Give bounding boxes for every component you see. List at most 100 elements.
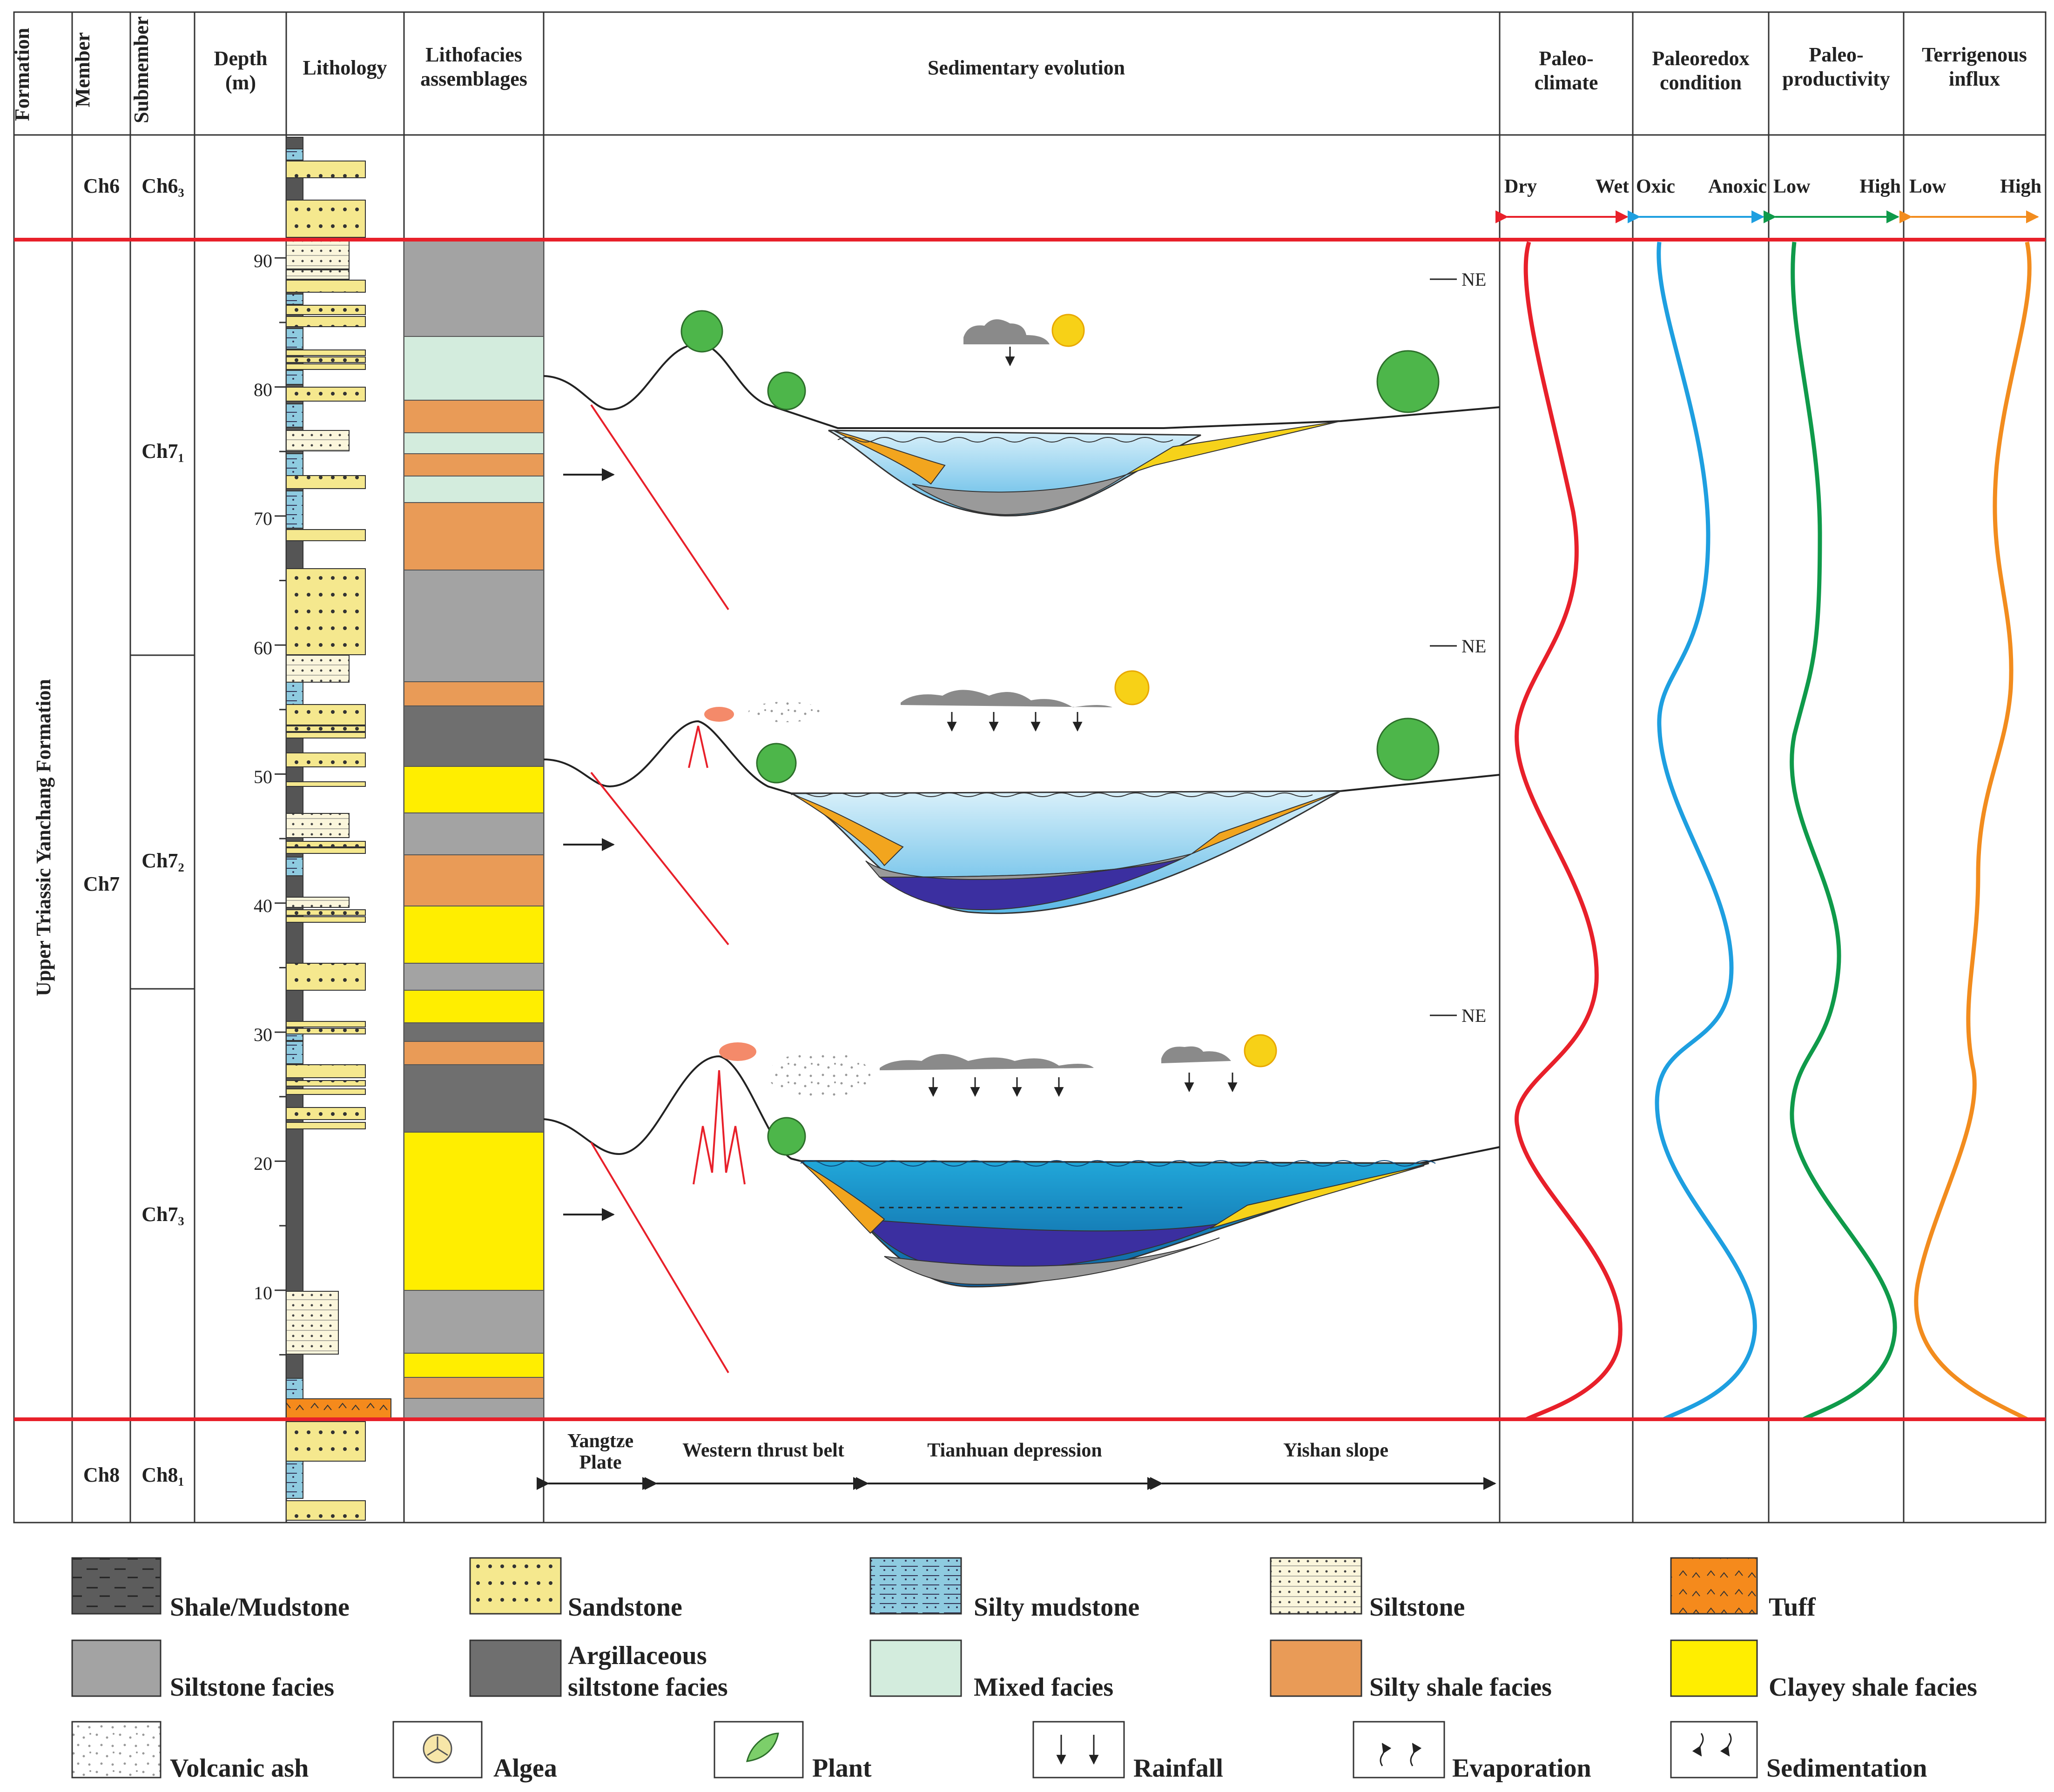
legend-swatch-rainfall <box>1032 1721 1125 1779</box>
submember-ch7-3: Ch7₃ <box>141 1203 184 1226</box>
legend-swatch-volcanic-ash <box>71 1721 162 1779</box>
plant-icon <box>746 1732 779 1762</box>
volcano-icon <box>693 1070 746 1185</box>
delta-left <box>802 1163 885 1234</box>
cloud-icon <box>901 690 1112 707</box>
depth-tick-30: 30 <box>254 1024 272 1045</box>
evaporation-icon <box>1410 1743 1422 1766</box>
submember-ch6-3: Ch6₃ <box>141 175 184 197</box>
tectonic-units: Yangtze Plate Western thrust belt Tianhu… <box>536 1430 1496 1490</box>
submember-ch7-2: Ch7₂ <box>141 849 184 872</box>
legend-label-siltstone-facies: Siltstone facies <box>170 1673 334 1702</box>
sun-icon <box>1244 1034 1277 1067</box>
volcano-icon <box>688 725 708 768</box>
legend-label-argillaceous-1: Argillaceous <box>568 1641 707 1670</box>
unit-yangtze-1: Yangtze <box>567 1430 633 1452</box>
delta-right <box>1210 1165 1425 1229</box>
member-ch6: Ch6 <box>83 175 120 197</box>
legend-swatch-tuff <box>1670 1557 1758 1615</box>
evolution-stage-ch7-3: NE <box>543 1005 1500 1374</box>
eruption-plume <box>704 707 734 722</box>
paleoredox-curve <box>1655 242 1757 1421</box>
legend: Shale/Mudstone Sandstone Silty mudstone … <box>71 1557 1977 1783</box>
volcanic-ash-cloud <box>768 1052 870 1098</box>
legend-swatch-sandstone <box>469 1557 562 1615</box>
algae-icon-mark <box>427 1737 448 1756</box>
legend-label-silty-shale: Silty shale facies <box>1369 1673 1552 1702</box>
header-member: Member <box>71 32 94 107</box>
terrigenous-high: High <box>2000 176 2041 197</box>
proxy-curves <box>1514 241 2032 1422</box>
header-terrigenous-1: Terrigenous <box>1922 43 2027 66</box>
depth-tick-40: 40 <box>254 895 272 916</box>
unit-tianhuan: Tianhuan depression <box>927 1440 1102 1461</box>
unit-yishan: Yishan slope <box>1283 1440 1388 1461</box>
basin-fill-gray <box>884 1237 1220 1285</box>
delta-right <box>1126 421 1341 475</box>
legend-label-mixed: Mixed facies <box>974 1673 1113 1702</box>
legend-label-algea: Algea <box>493 1754 557 1783</box>
legend-label-clayey-shale: Clayey shale facies <box>1769 1673 1977 1702</box>
header-lithofacies-1: Lithofacies <box>425 43 522 66</box>
basin-fill-gray <box>912 474 1127 516</box>
paleoproductivity-low: Low <box>1773 176 1811 197</box>
evolution-stage-ch7-1: NE <box>543 269 1500 611</box>
header-lithofacies-2: assemblages <box>420 67 527 90</box>
unit-western-thrust: Western thrust belt <box>682 1440 844 1461</box>
submember-ch7-1: Ch7₁ <box>141 440 184 463</box>
fault <box>590 772 729 946</box>
sun-icon <box>1051 314 1085 347</box>
legend-label-plant: Plant <box>812 1754 872 1783</box>
header-paleoredox-2: condition <box>1660 71 1742 94</box>
legend-swatch-argillaceous <box>469 1639 562 1697</box>
depth-tick-80: 80 <box>254 379 272 400</box>
legend-swatch-siltstone <box>1270 1557 1362 1615</box>
tree-icon <box>767 1117 806 1156</box>
legend-label-siltstone: Siltstone <box>1369 1593 1465 1622</box>
header-formation: Formation <box>11 28 34 121</box>
depth-tick-20: 20 <box>254 1153 272 1174</box>
header-submember: Submember <box>130 16 153 123</box>
proxy-scales: Dry Wet Oxic Anoxic Low High Low High <box>1495 176 2041 223</box>
legend-swatch-clayey-shale <box>1670 1639 1758 1697</box>
evolution-stage-ch7-2: NE <box>543 636 1500 946</box>
cloud-icon <box>963 319 1050 344</box>
tree-icon <box>680 310 723 353</box>
basin-fill-gray <box>865 853 1192 880</box>
submember-ch8-1: Ch8₁ <box>141 1463 184 1486</box>
header-depth-2: (m) <box>225 71 256 94</box>
terrain-profile <box>543 343 1500 429</box>
legend-swatch-siltstone-facies <box>71 1639 162 1697</box>
depth-tick-60: 60 <box>254 638 272 658</box>
orientation-label: NE <box>1461 636 1486 657</box>
depth-axis <box>275 240 287 1419</box>
legend-swatch-shale <box>71 1557 162 1615</box>
water-surface <box>837 437 1173 443</box>
volcanic-ash-cloud <box>748 702 823 722</box>
legend-swatch-evaporation <box>1353 1721 1445 1779</box>
tree-icon <box>1376 350 1440 413</box>
paleoclimate-low: Dry <box>1504 176 1537 197</box>
depth-tick-70: 70 <box>254 508 272 529</box>
orientation-label: NE <box>1461 269 1486 290</box>
header-paleoproductivity-1: Paleo- <box>1809 43 1863 66</box>
header-depth-1: Depth <box>214 47 268 70</box>
tree-icon <box>767 371 806 410</box>
delta-left <box>793 794 904 866</box>
legend-label-volcanic-ash: Volcanic ash <box>170 1754 309 1783</box>
delta-left <box>833 430 946 485</box>
header-paleoclimate-1: Paleo- <box>1539 47 1593 70</box>
unit-yangtze-2: Plate <box>579 1452 622 1473</box>
legend-label-argillaceous-2: siltstone facies <box>568 1673 728 1702</box>
legend-swatch-sedimentation <box>1670 1721 1758 1779</box>
depth-tick-10: 10 <box>254 1282 272 1303</box>
sedimentation-icon <box>1692 1733 1704 1757</box>
formation-name: Upper Triassic Yanchang Formation <box>32 679 55 996</box>
depth-tick-labels: 90 80 70 60 50 40 30 20 10 <box>254 250 272 1303</box>
evaporation-icon <box>1380 1743 1392 1766</box>
tree-icon <box>1376 718 1440 781</box>
sun-icon <box>1114 670 1150 705</box>
header-paleoproductivity-2: productivity <box>1782 67 1890 90</box>
legend-swatch-silty-shale <box>1270 1639 1362 1697</box>
